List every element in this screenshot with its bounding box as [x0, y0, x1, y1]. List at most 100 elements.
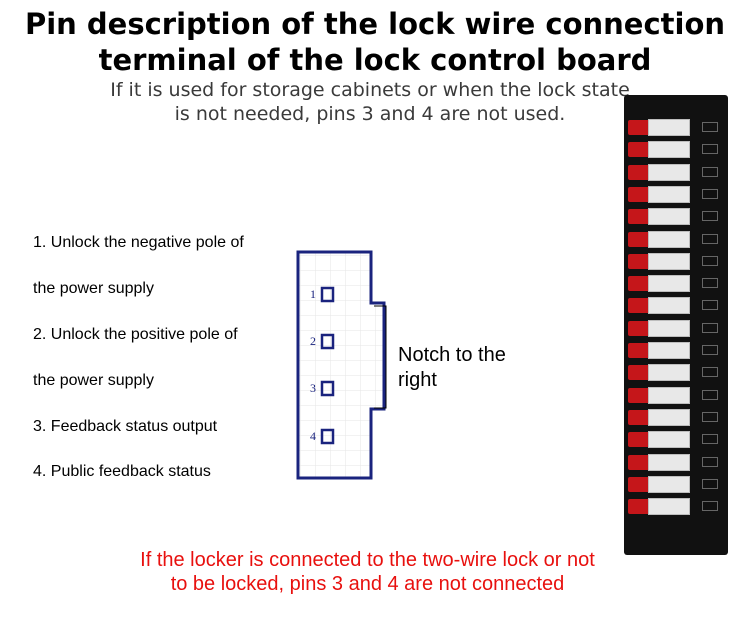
pin-3: 3: [310, 380, 335, 397]
pin-1: 1: [310, 286, 335, 303]
board-connector-white-housing: [648, 119, 690, 136]
board-component: [702, 144, 718, 155]
board-component: [702, 367, 718, 378]
board-connector: [624, 452, 728, 472]
board-connector: [624, 385, 728, 405]
board-component: [702, 434, 718, 445]
board-connector: [624, 318, 728, 338]
board-component: [702, 211, 718, 222]
board-connector-white-housing: [648, 252, 690, 270]
board-connector: [624, 474, 728, 494]
pin-description-1-cont: the power supply: [33, 280, 154, 297]
board-connector-white-housing: [648, 319, 690, 337]
board-connector: [624, 407, 728, 427]
board-connector: [624, 340, 728, 360]
board-component: [702, 389, 718, 400]
board-component: [702, 188, 718, 199]
pin-number-3: 3: [310, 381, 316, 395]
pin-description-4: 4. Public feedback status: [33, 463, 211, 480]
board-connector: [624, 162, 728, 182]
board-component: [702, 322, 718, 333]
board-component: [702, 478, 718, 489]
board-connector-red-tab: [628, 209, 650, 225]
board-component: [702, 300, 718, 311]
board-component: [702, 345, 718, 355]
pin-description-1: 1. Unlock the negative pole of: [33, 234, 244, 251]
board-connector-white-housing: [648, 408, 690, 426]
board-connector-white-housing: [648, 297, 690, 315]
board-connector-red-tab: [628, 120, 650, 135]
board-connector-white-housing: [648, 275, 690, 293]
board-connector-white-housing: [648, 342, 690, 359]
pin-1-contact: [320, 286, 335, 303]
board-connector-red-tab: [628, 298, 650, 314]
board-connector-red-tab: [628, 365, 650, 381]
pin-4-contact: [320, 428, 335, 445]
pin-number-1: 1: [310, 287, 316, 301]
pin-number-4: 4: [310, 429, 316, 443]
lock-control-board-image: [624, 95, 728, 555]
board-component: [702, 122, 718, 132]
board-connector-red-tab: [628, 320, 650, 336]
pin-2: 2: [310, 333, 335, 350]
board-connector: [624, 273, 728, 293]
board-connector: [624, 229, 728, 249]
notch-label-line2: right: [398, 369, 437, 391]
board-connector-white-housing: [648, 386, 690, 404]
board-connector-white-housing: [648, 230, 690, 248]
board-connector: [624, 117, 728, 137]
board-connector-red-tab: [628, 476, 650, 492]
pin-2-contact: [320, 333, 335, 350]
board-component: [702, 278, 718, 289]
connector-housing: [296, 250, 386, 480]
warning-line2: to be locked, pins 3 and 4 are not conne…: [170, 573, 565, 595]
board-connector-red-tab: [628, 387, 650, 403]
board-connector-red-tab: [628, 142, 650, 158]
board-component: [702, 411, 718, 422]
board-connector-white-housing: [648, 141, 690, 159]
pin-3-contact: [320, 380, 335, 397]
board-connector-red-tab: [628, 409, 650, 425]
notch-bracket: [374, 305, 387, 409]
board-connector-white-housing: [648, 475, 690, 493]
board-component: [702, 233, 718, 244]
page-title-line1: Pin description of the lock wire connect…: [24, 7, 726, 41]
board-connector-red-tab: [628, 454, 650, 470]
board-connector-white-housing: [648, 364, 690, 382]
board-connector-red-tab: [628, 231, 650, 247]
board-connector-red-tab: [628, 164, 650, 180]
notch-label: Notch to the right: [398, 343, 506, 393]
board-connector: [624, 429, 728, 449]
board-component: [702, 501, 718, 512]
board-component: [702, 255, 718, 266]
board-connector-white-housing: [648, 185, 690, 203]
board-connector: [624, 362, 728, 382]
board-component: [702, 166, 718, 177]
notch-label-line1: Notch to the: [398, 344, 506, 366]
board-connector: [624, 496, 728, 516]
pin-number-2: 2: [310, 334, 316, 348]
board-connector-red-tab: [628, 186, 650, 202]
subtitle-line2: is not needed, pins 3 and 4 are not used…: [174, 103, 566, 125]
board-connector-red-tab: [628, 253, 650, 269]
board-connector-red-tab: [628, 499, 650, 515]
board-connector-white-housing: [648, 431, 690, 449]
board-connector-red-tab: [628, 276, 650, 292]
board-connector: [624, 206, 728, 226]
board-connector-white-housing: [648, 208, 690, 226]
board-connector-white-housing: [648, 498, 690, 516]
board-connector-red-tab: [628, 343, 650, 358]
pin-description-3: 3. Feedback status output: [33, 418, 218, 435]
pin-description-2-cont: the power supply: [33, 372, 154, 389]
pin-description-2: 2. Unlock the positive pole of: [33, 326, 238, 343]
board-connector-white-housing: [648, 163, 690, 181]
page-title-line2: terminal of the lock control board: [98, 43, 652, 77]
board-connector: [624, 184, 728, 204]
board-connector: [624, 251, 728, 271]
board-connector-red-tab: [628, 432, 650, 448]
warning-line1: If the locker is connected to the two-wi…: [140, 549, 595, 571]
pin-4: 4: [310, 428, 335, 445]
board-connector-white-housing: [648, 453, 690, 471]
board-component: [702, 456, 718, 467]
board-connector: [624, 295, 728, 315]
